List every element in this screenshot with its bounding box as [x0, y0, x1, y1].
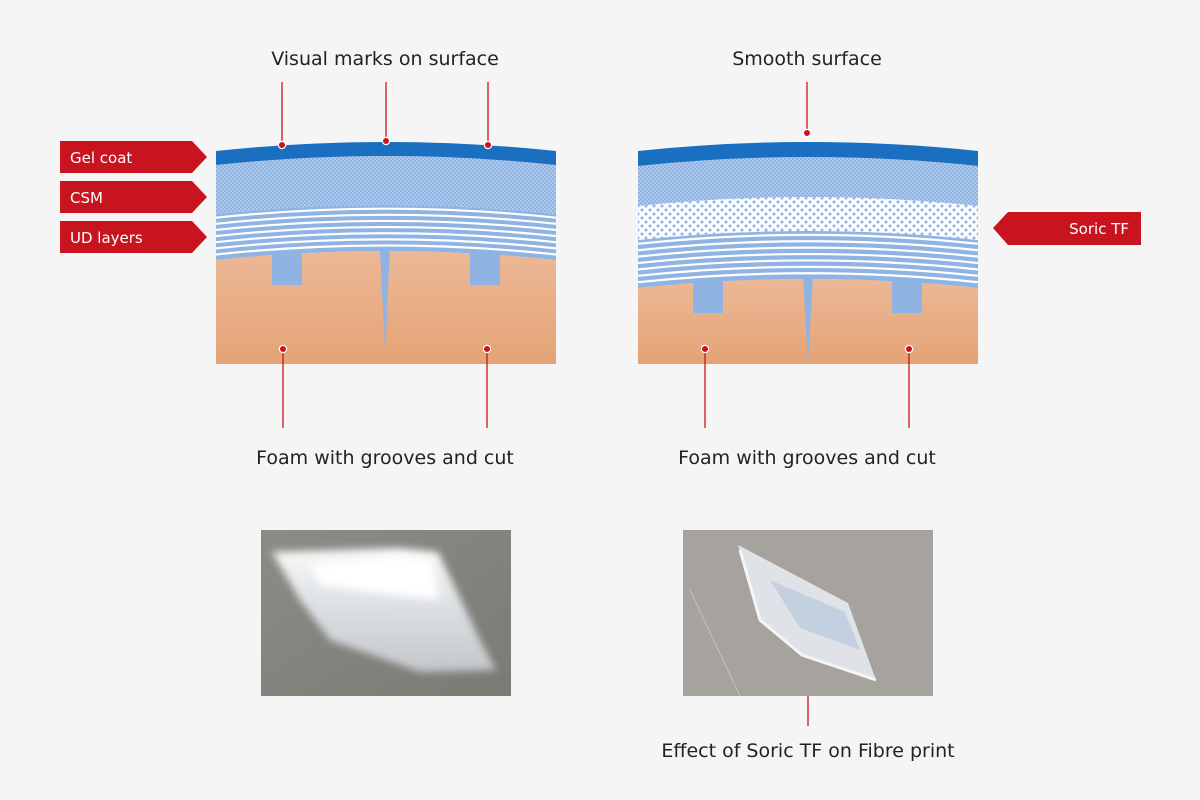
- foam-groove: [470, 252, 500, 285]
- photo-without-soric: [261, 530, 511, 696]
- tag-soric-tf: Soric TF: [993, 212, 1141, 245]
- foam-cut: [380, 249, 390, 352]
- leader-dot: [904, 344, 914, 354]
- ud-layer-line: [215, 232, 557, 244]
- svg-text:Soric TF: Soric TF: [1069, 220, 1129, 238]
- ud-layer-line: [637, 252, 979, 265]
- leader-dot: [482, 344, 492, 354]
- leader-dot: [381, 136, 391, 146]
- right-diagram-title: Smooth surface: [732, 48, 882, 70]
- csm-layer: [216, 156, 556, 214]
- foam-groove: [272, 252, 302, 285]
- svg-text:Gel coat: Gel coat: [70, 149, 132, 167]
- ud-layer-line: [215, 244, 557, 256]
- tag-gel-coat: Gel coat: [60, 141, 207, 173]
- left-laminate-cross-section: [215, 142, 557, 364]
- ud-layer-line: [215, 219, 557, 232]
- gel-coat-layer: [638, 142, 978, 166]
- foam-groove: [892, 280, 922, 313]
- foam-groove: [693, 280, 723, 313]
- ud-layer-line: [637, 259, 979, 271]
- csm-layer: [638, 157, 978, 206]
- photo-caption: Effect of Soric TF on Fibre print: [661, 740, 954, 762]
- soric-tf-layer: [638, 197, 978, 240]
- left-bottom-label: Foam with grooves and cut: [256, 447, 514, 469]
- gel-coat-layer: [216, 142, 556, 165]
- ud-layer-line: [637, 233, 979, 245]
- tag-csm: CSM: [60, 181, 207, 213]
- ud-layer-line: [215, 207, 557, 219]
- ud-layer-line: [637, 240, 979, 252]
- tag-ud-layers: UD layers: [60, 221, 207, 253]
- svg-text:UD layers: UD layers: [70, 229, 143, 247]
- right-laminate-cross-section: [637, 142, 979, 364]
- right-bottom-label: Foam with grooves and cut: [678, 447, 936, 469]
- leader-dot: [277, 140, 287, 150]
- photo-with-soric: [683, 530, 933, 697]
- leader-dot: [700, 344, 710, 354]
- leader-dot: [483, 140, 493, 150]
- ud-layer-line: [215, 226, 557, 238]
- ud-layer-line: [215, 238, 557, 250]
- svg-text:CSM: CSM: [70, 189, 103, 207]
- leader-dot: [278, 344, 288, 354]
- left-diagram-title: Visual marks on surface: [271, 48, 499, 70]
- foam-cut: [803, 277, 813, 364]
- ud-layer-line: [215, 213, 557, 225]
- ud-layer-line: [637, 246, 979, 258]
- ud-layer-line: [637, 265, 979, 277]
- leader-lines: [277, 82, 914, 726]
- ud-layer-line: [637, 272, 979, 284]
- leader-dot: [802, 128, 812, 138]
